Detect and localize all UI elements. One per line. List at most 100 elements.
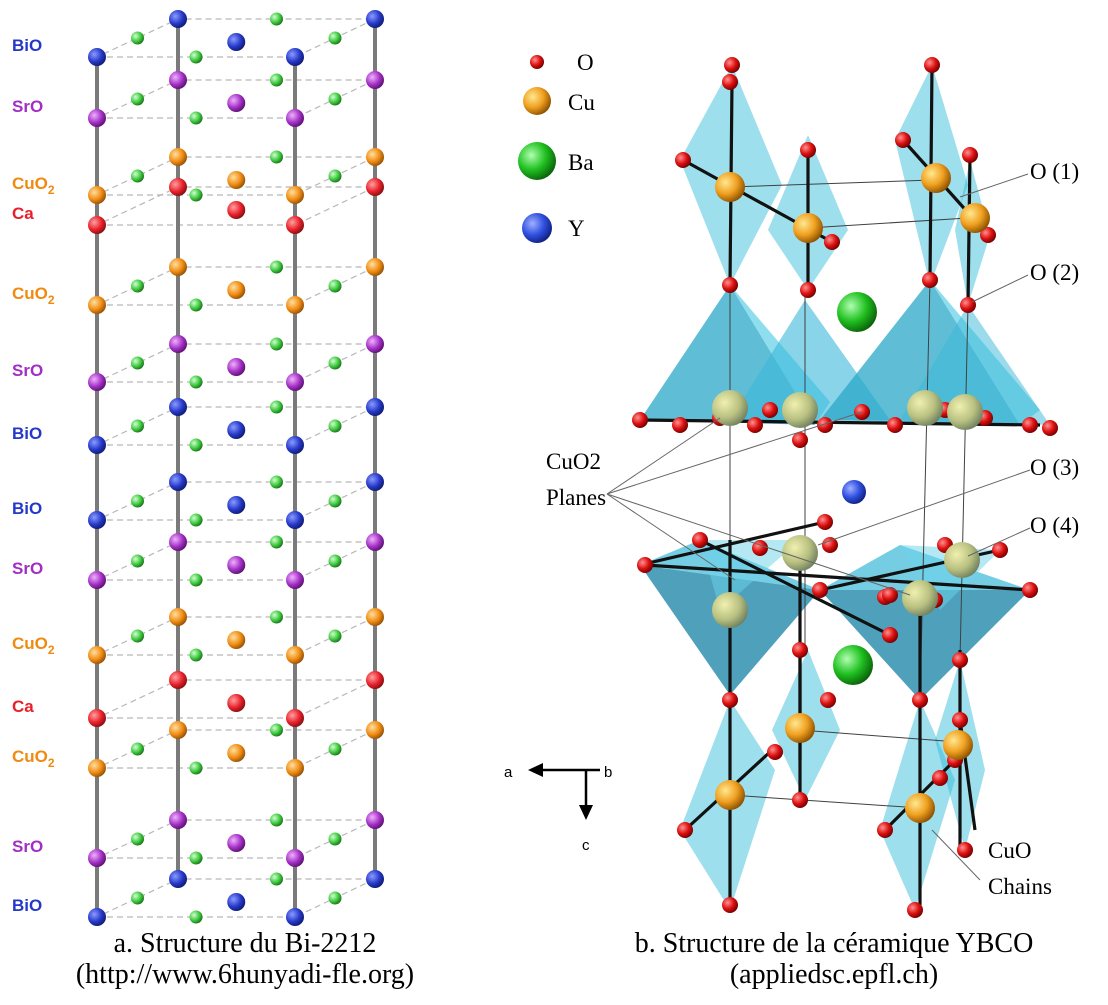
atom-oxygen [189, 375, 203, 389]
axis-a-label: a [504, 764, 513, 781]
layer-plane [96, 343, 376, 383]
annotation-o2: O (2) [1030, 260, 1079, 285]
atom-oxygen [328, 31, 342, 45]
atom-oxygen [792, 792, 808, 808]
layer-plane [96, 186, 376, 226]
layer-label: BiO [12, 36, 42, 55]
layer-label: CuO2 [12, 634, 55, 657]
atom-oxygen [131, 31, 144, 45]
atom-cuo2 [366, 258, 384, 276]
layer-label: CuO2 [12, 747, 55, 770]
atom-oxygen [820, 692, 836, 708]
atom-oxygen [672, 417, 688, 433]
atom-cuo2 [286, 186, 304, 204]
atom-cuo2 [169, 721, 187, 739]
axis-b-label: b [604, 764, 612, 781]
atom-copper-plane [712, 390, 748, 426]
atom-oxygen [895, 132, 911, 148]
atom-oxygen [270, 12, 283, 26]
atom-oxygen [189, 438, 203, 452]
atom-oxygen [792, 642, 808, 658]
atom-copper-plane [944, 542, 980, 578]
atom-bio [366, 870, 384, 888]
atom-oxygen [270, 400, 283, 414]
legend-copper-swatch [523, 87, 551, 115]
atom-cuo2 [286, 646, 304, 664]
atom-oxygen [877, 822, 893, 838]
atom-bio [286, 511, 304, 529]
ybco-leader-lines [606, 173, 1031, 881]
atom-oxygen [270, 260, 283, 274]
layer-plane [96, 541, 376, 581]
atom-sro [169, 335, 187, 353]
atom-sro [366, 71, 384, 89]
atom-oxygen [270, 535, 283, 549]
atom-oxygen [817, 514, 833, 530]
atom-bio [169, 398, 187, 416]
atom-oxygen [824, 234, 840, 250]
atom-oxygen [887, 417, 903, 433]
atom-oxygen [952, 652, 968, 668]
ybco-atoms [632, 57, 1058, 918]
atom-cuo2 [88, 186, 106, 204]
atom-cuo2 [169, 258, 187, 276]
legend-yttrium-swatch [522, 213, 552, 243]
atom-sro [88, 571, 106, 589]
atom-ca [169, 671, 187, 689]
atom-oxygen [189, 573, 203, 587]
atom-oxygen [960, 297, 976, 313]
bi2212-unit-cell-frame [95, 19, 377, 917]
atom-cuo2 [88, 646, 106, 664]
atom-oxygen [692, 532, 708, 548]
annotation-o1: O (1) [1030, 159, 1079, 184]
atom-cuo2 [227, 281, 246, 299]
atom-oxygen [924, 57, 940, 73]
atom-oxygen [632, 412, 648, 428]
atom-copper [905, 793, 935, 823]
atom-sro [366, 335, 384, 353]
layer-plane [96, 18, 376, 58]
atom-oxygen [131, 554, 144, 568]
axis-indicator [528, 763, 600, 820]
legend-oxygen-label: O [577, 50, 594, 75]
ybco-structure [606, 57, 1058, 918]
atom-bio [227, 33, 246, 51]
annotation-cuo2-planes-line1: CuO2 [546, 449, 601, 474]
legend-barium-label: Ba [568, 150, 594, 175]
atom-oxygen [722, 74, 738, 90]
layer-plane [96, 679, 376, 719]
atom-bio [286, 436, 304, 454]
atom-ca [169, 178, 187, 196]
atom-bio [88, 908, 106, 926]
atom-oxygen [328, 419, 342, 433]
atom-cuo2 [169, 148, 187, 166]
atom-oxygen [882, 627, 898, 643]
layer-label: SrO [12, 837, 43, 856]
atom-copper-plane [782, 392, 818, 428]
atom-sro [286, 109, 304, 127]
atom-oxygen [328, 92, 342, 106]
atom-oxygen [270, 610, 283, 624]
atom-oxygen [328, 279, 342, 293]
atom-oxygen [328, 891, 342, 905]
atom-oxygen [189, 761, 203, 775]
atom-oxygen [328, 554, 342, 568]
atom-oxygen [677, 822, 693, 838]
atom-oxygen [792, 432, 808, 448]
atom-oxygen [992, 542, 1008, 558]
caption-bi2212-source: (http://www.6hunyadi-fle.org) [75, 959, 415, 990]
atom-oxygen [724, 57, 740, 73]
layer-plane [96, 79, 376, 119]
layer-plane [96, 266, 376, 306]
ybco-annotations: O (1) O (2) O (3) O (4) CuO2 Planes CuO … [546, 159, 1079, 899]
atom-oxygen [270, 872, 283, 886]
atom-yttrium [842, 480, 866, 504]
atom-oxygen [922, 272, 938, 288]
atom-oxygen [957, 842, 973, 858]
layer-label: SrO [12, 559, 43, 578]
atom-oxygen [131, 742, 144, 756]
caption-ybco: b. Structure de la céramique YBCO (appli… [560, 928, 1108, 990]
atom-bio [286, 908, 304, 926]
atom-oxygen [762, 402, 778, 418]
